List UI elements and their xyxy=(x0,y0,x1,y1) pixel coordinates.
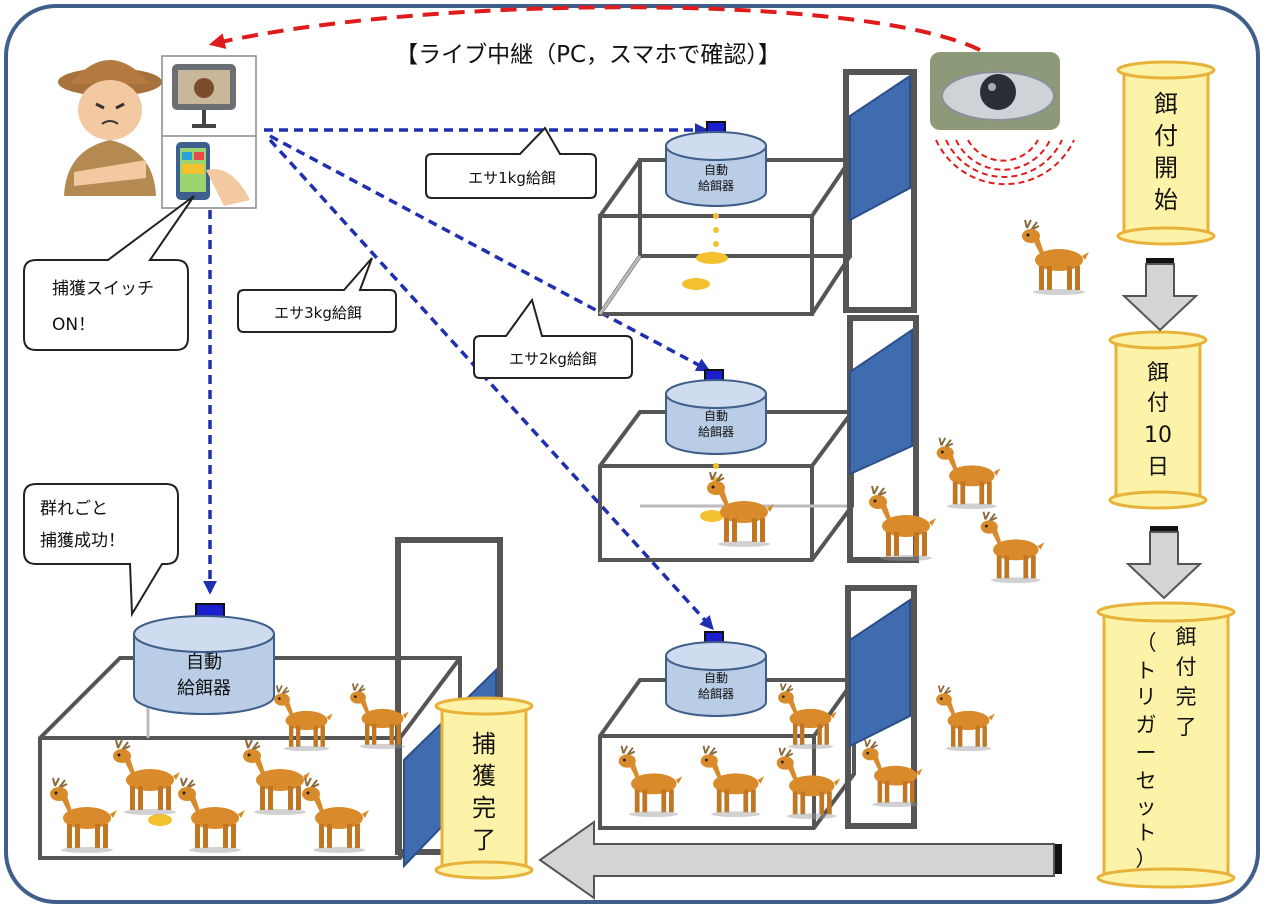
scroll-complete-char: セ xyxy=(1136,769,1157,793)
scroll-captured: 捕 獲 完 了 xyxy=(434,696,534,880)
scroll-complete-char: ト xyxy=(1136,821,1157,845)
scroll-complete-char: 完 xyxy=(1176,685,1197,709)
scroll-complete-char: ガ xyxy=(1136,713,1157,737)
callout-feed-2kg: エサ2kg給餌 xyxy=(473,297,633,379)
monitor-icon xyxy=(172,64,236,128)
scroll-complete-char: ト xyxy=(1136,659,1157,683)
feeder-icon: 自動 給餌器 xyxy=(665,369,767,455)
feeder-icon: 自動 給餌器 xyxy=(133,603,275,715)
flow-arrow-down xyxy=(1125,526,1203,600)
callout-feed-3kg: エサ3kg給餌 xyxy=(237,257,397,333)
callout-feed-2kg-text: エサ2kg給餌 xyxy=(509,350,597,368)
feeder-label-2: 給餌器 xyxy=(698,424,734,439)
callout-herd-line1: 群れごと xyxy=(40,499,108,519)
scroll-complete-char: 了 xyxy=(1176,715,1197,739)
feeder-label-1: 自動 xyxy=(704,409,728,423)
callout-herd-line2: 捕獲成功！ xyxy=(40,531,125,551)
farmer-icon xyxy=(58,60,162,196)
callout-herd-captured: 群れごと 捕獲成功！ xyxy=(23,483,179,618)
feeder-icon: 自動 給餌器 xyxy=(665,631,767,717)
feeder-label-1: 自動 xyxy=(704,671,728,685)
scroll-day10-text: 付 xyxy=(1147,391,1169,416)
scroll-complete-char: リ xyxy=(1136,685,1157,709)
callout-switch-on: 捕獲スイッチ ON！ xyxy=(23,195,195,351)
callout-switch-on-line2: ON！ xyxy=(52,315,95,335)
scroll-start: 餌 付 開 始 xyxy=(1116,60,1216,246)
feeder-label-2: 給餌器 xyxy=(177,678,231,699)
feed-command-arrows xyxy=(203,123,714,631)
scroll-captured-char: 捕 xyxy=(472,730,496,758)
feeder-label-1: 自動 xyxy=(186,652,222,673)
flow-arrow-left xyxy=(538,820,1062,900)
scroll-complete: 餌 付 完 了 （ ト リ ガ ー セ ッ ト ） xyxy=(1096,601,1236,889)
scroll-complete-char: 餌 xyxy=(1176,625,1197,649)
scroll-complete-char: ー xyxy=(1136,741,1157,765)
scroll-day10-text: 日 xyxy=(1147,455,1169,480)
scroll-complete-char: ） xyxy=(1136,847,1157,871)
scroll-day10: 餌 付 10 日 xyxy=(1108,330,1208,510)
callout-feed-3kg-text: エサ3kg給餌 xyxy=(274,304,362,322)
callout-switch-on-line1: 捕獲スイッチ xyxy=(52,279,154,299)
feeder-label-2: 給餌器 xyxy=(698,686,734,701)
smartphone-icon xyxy=(176,142,250,206)
scroll-captured-char: 完 xyxy=(472,794,496,822)
scroll-complete-char: （ xyxy=(1136,631,1157,655)
scroll-captured-char: 獲 xyxy=(472,762,496,790)
scroll-start-char: 付 xyxy=(1154,122,1178,150)
scroll-start-char: 始 xyxy=(1154,186,1178,214)
scroll-start-char: 餌 xyxy=(1154,90,1178,118)
scroll-start-char: 開 xyxy=(1154,154,1178,182)
feeder-icon: 自動 給餌器 xyxy=(665,121,767,207)
trap-bottom: 自動 給餌器 xyxy=(598,585,917,830)
feeder-label-1: 自動 xyxy=(704,163,728,177)
scroll-complete-char: 付 xyxy=(1176,655,1197,679)
trap-top: 自動 給餌器 xyxy=(598,69,917,316)
scroll-captured-char: 了 xyxy=(472,826,496,854)
live-broadcast-title: 【ライブ中継（PC，スマホで確認）】 xyxy=(395,42,781,68)
scroll-day10-text: 餌 xyxy=(1147,361,1169,386)
camera-icon xyxy=(930,52,1060,130)
feeder-label-2: 給餌器 xyxy=(698,178,734,193)
callout-feed-1kg-text: エサ1kg給餌 xyxy=(468,169,556,187)
scroll-complete-char: ッ xyxy=(1136,795,1157,819)
flow-arrow-down xyxy=(1121,258,1199,332)
callout-feed-1kg: エサ1kg給餌 xyxy=(425,126,597,199)
camera-signal xyxy=(935,139,1075,186)
scroll-day10-text: 10 xyxy=(1144,423,1172,448)
trap-middle: 自動 給餌器 xyxy=(598,315,919,563)
